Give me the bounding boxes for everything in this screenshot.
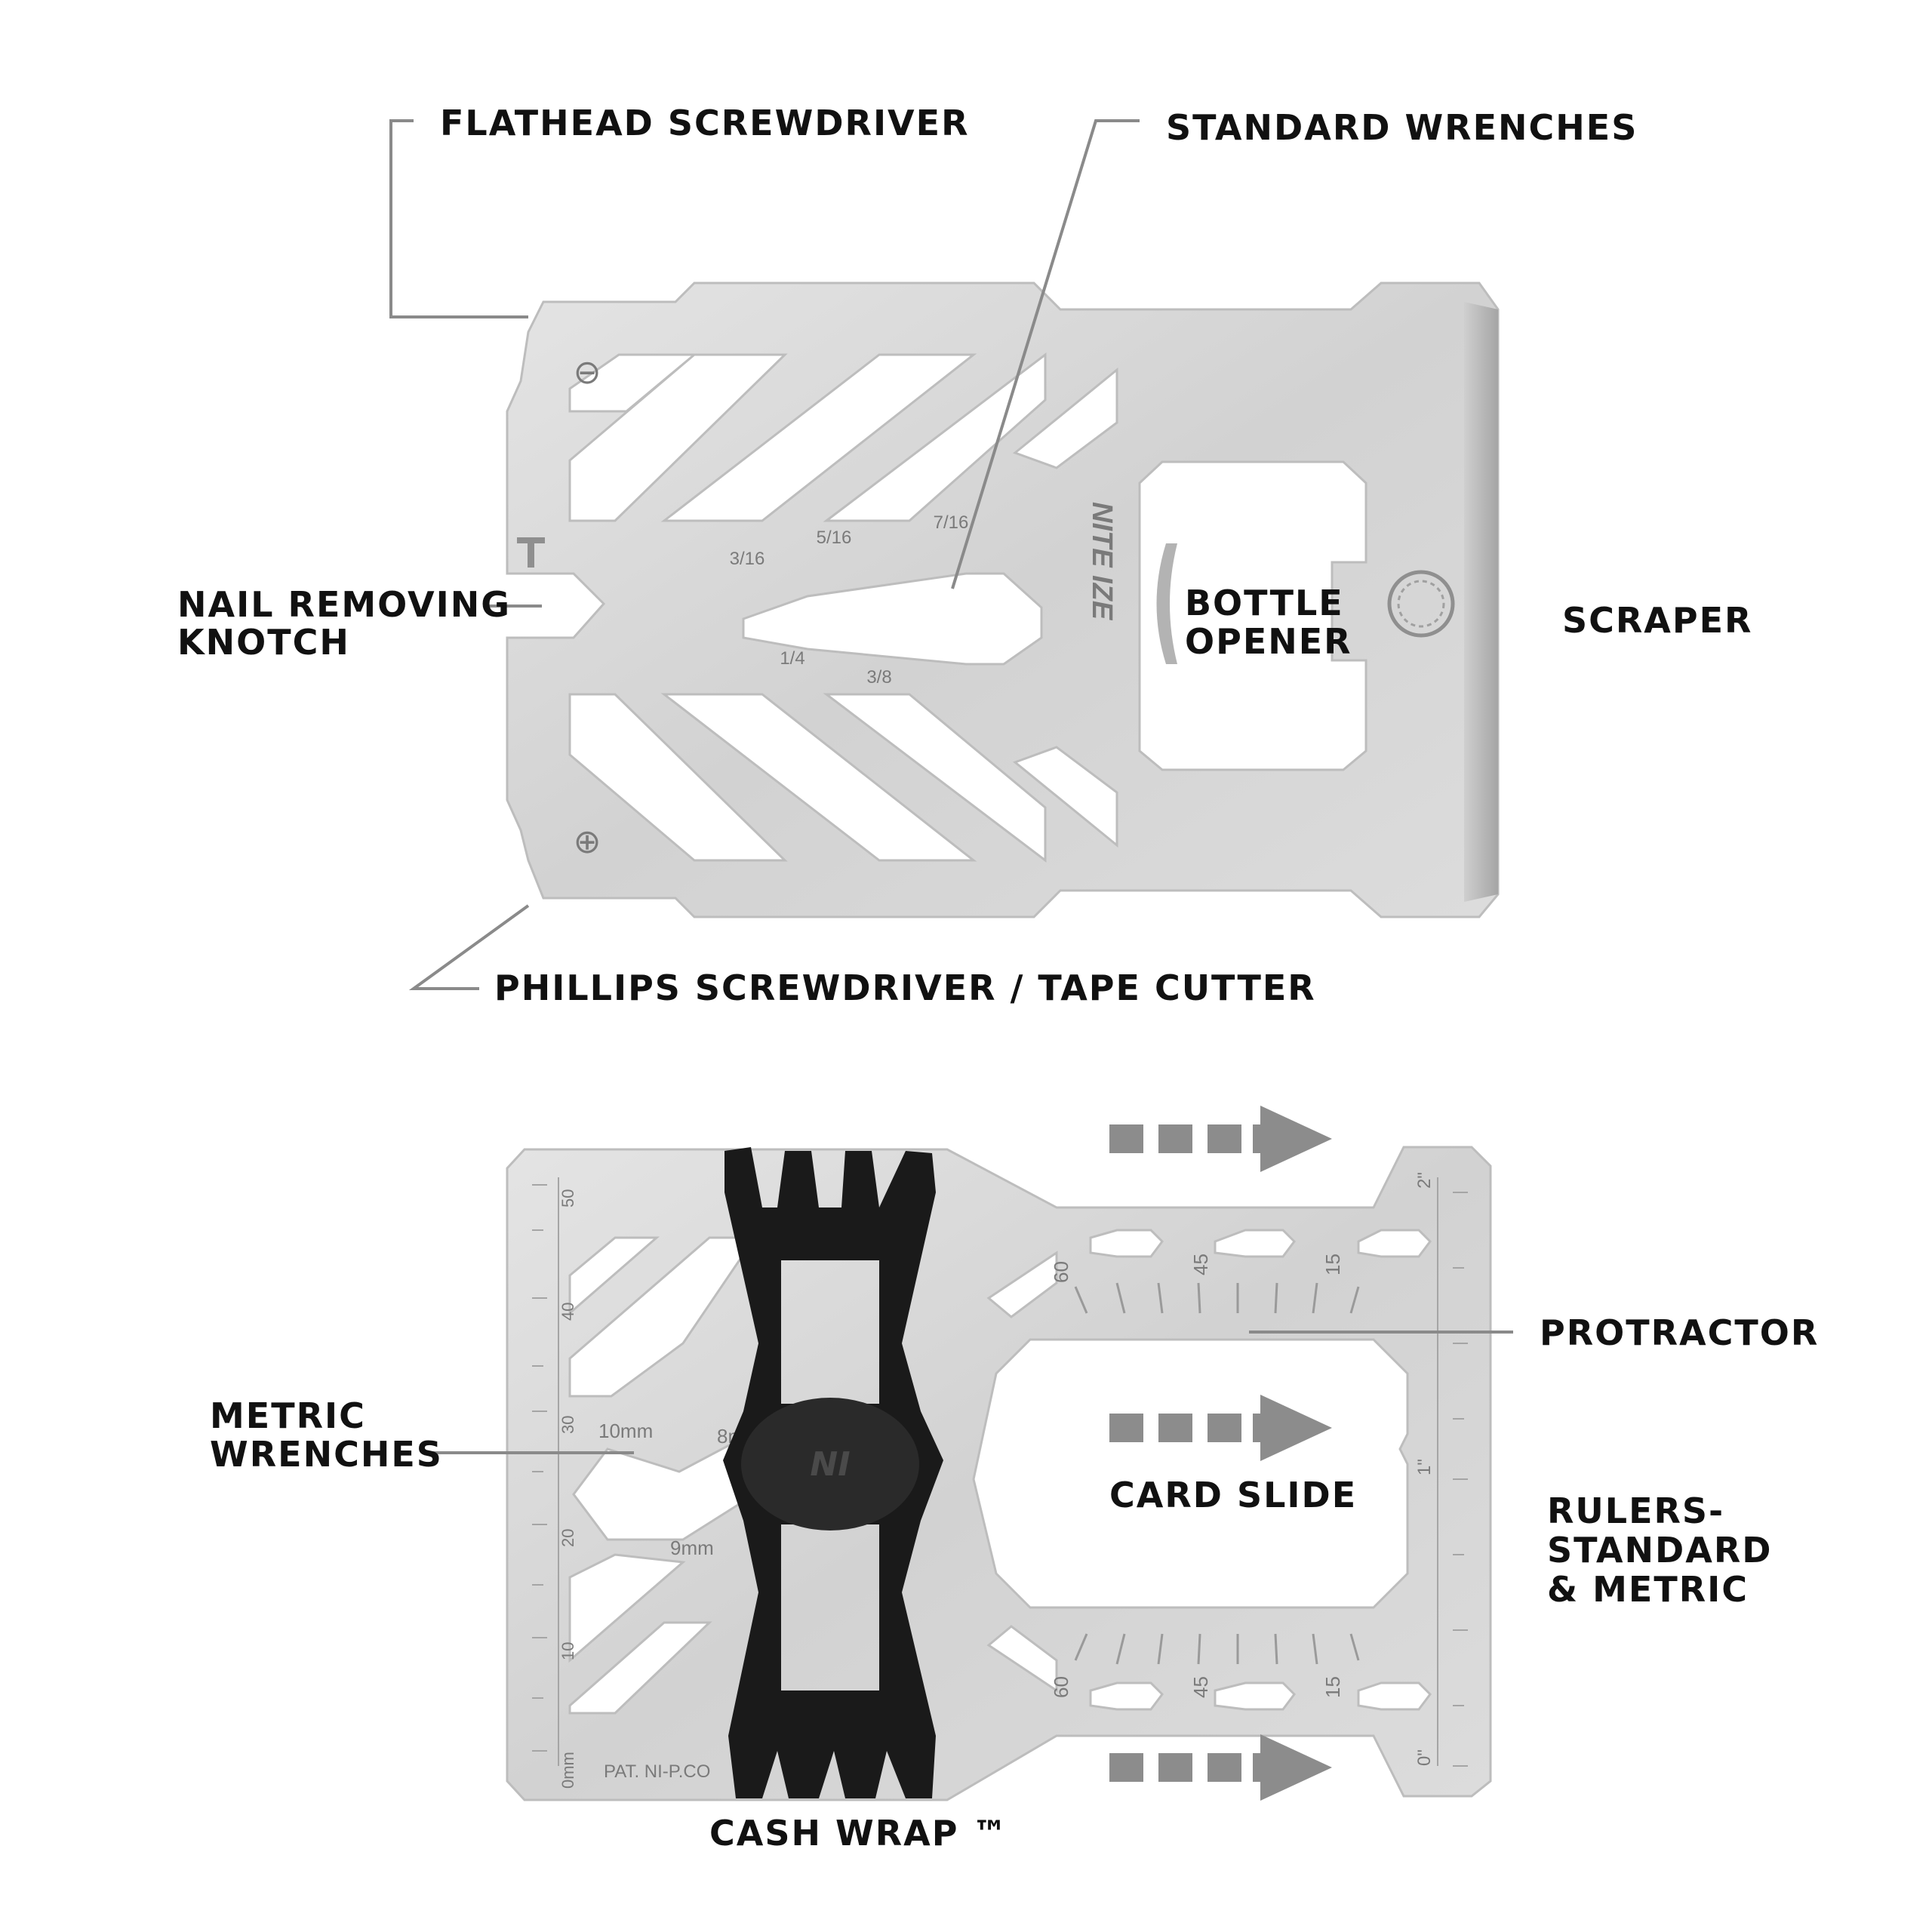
rulers-label-line2: STANDARD <box>1547 1530 1772 1571</box>
nail-icon <box>517 537 545 568</box>
inch-tick-1: 1" <box>1414 1459 1435 1475</box>
standard-wrenches-label: STANDARD WRENCHES <box>1166 107 1638 148</box>
metric-tick-50: 50 <box>558 1189 577 1208</box>
metric-tick-40: 40 <box>558 1303 577 1321</box>
protractor-ticks <box>1074 1282 1360 1665</box>
brand-logo: NITE IZE <box>1086 502 1118 621</box>
scraper-label: SCRAPER <box>1562 600 1752 641</box>
patent-text: PAT. NI-P.CO <box>604 1761 710 1782</box>
size-3-8: 3/8 <box>866 667 891 688</box>
bottom-leader-lines <box>432 1331 1513 1454</box>
cash-wrap-label: CASH WRAP ™ <box>709 1813 1009 1854</box>
angle-top-45: 45 <box>1189 1254 1212 1275</box>
metric-ruler-ticks <box>532 1177 1468 1767</box>
flathead-symbol: ⊖ <box>574 354 601 391</box>
metric-tick-0mm: 0mm <box>558 1752 577 1789</box>
size-7-16: 7/16 <box>934 512 969 533</box>
scraper-bevel <box>1464 302 1498 902</box>
nail-label-line2: KNOTCH <box>177 622 350 663</box>
protractor-label: PROTRACTOR <box>1540 1312 1819 1353</box>
flathead-label: FLATHEAD SCREWDRIVER <box>440 103 970 143</box>
rulers-label-line1: RULERS- <box>1547 1491 1724 1531</box>
band-logo-hub <box>741 1398 919 1531</box>
phillips-leader <box>408 904 530 990</box>
bottle-cap-icon <box>1387 570 1455 638</box>
size-1-4: 1/4 <box>780 648 804 669</box>
metric-tick-30: 30 <box>558 1416 577 1434</box>
phillips-symbol: ⊕ <box>574 823 601 860</box>
angle-top-60: 60 <box>1050 1261 1072 1283</box>
arrow-bottom <box>1109 1734 1332 1801</box>
cash-wrap-band: NI <box>723 1147 943 1798</box>
bottle-opener-lip <box>1156 543 1177 664</box>
size-5-16: 5/16 <box>817 528 852 548</box>
band-logo: NI <box>810 1445 850 1484</box>
bottom-card-body <box>506 1146 1492 1801</box>
top-leader-lines <box>389 119 1140 990</box>
size-3-16: 3/16 <box>730 549 765 569</box>
bottle-label-line2: OPENER <box>1185 621 1352 662</box>
metric-tick-10: 10 <box>558 1642 577 1660</box>
angle-bottom-60: 60 <box>1050 1676 1072 1698</box>
flathead-leader <box>389 119 528 318</box>
arrow-top <box>1109 1106 1332 1172</box>
angle-bottom-45: 45 <box>1189 1676 1212 1698</box>
top-card-body <box>506 281 1500 918</box>
top-card: ⊖ ⊕ 3/16 5/16 7/16 1/4 3/8 NITE IZE <box>506 281 1500 918</box>
angle-top-15: 15 <box>1321 1254 1344 1275</box>
bottom-card: 50 40 30 20 10 0mm 2" 1" 0" 60 45 15 60 … <box>506 1146 1492 1801</box>
rulers-label-line3: & METRIC <box>1547 1569 1749 1610</box>
angle-bottom-15: 15 <box>1321 1676 1344 1698</box>
metric-wrenches-label-line2: WRENCHES <box>210 1434 443 1475</box>
arrow-middle <box>1109 1395 1332 1461</box>
nail-label-line1: NAIL REMOVING <box>177 584 511 625</box>
inch-tick-2: 2" <box>1414 1172 1435 1189</box>
phillips-label: PHILLIPS SCREWDRIVER / TAPE CUTTER <box>494 968 1316 1008</box>
wrench-size-9mm: 9mm <box>670 1537 714 1559</box>
wrench-size-10mm: 10mm <box>598 1420 653 1442</box>
inch-tick-0: 0" <box>1414 1749 1435 1766</box>
metric-wrenches-label-line1: METRIC <box>210 1395 366 1436</box>
card-slide-label: CARD SLIDE <box>1109 1475 1357 1515</box>
card-slide-arrows <box>1109 1106 1332 1801</box>
metric-tick-20: 20 <box>558 1529 577 1547</box>
standard-wrenches-leader <box>951 119 1140 589</box>
bottle-label-line1: BOTTLE <box>1185 583 1344 623</box>
